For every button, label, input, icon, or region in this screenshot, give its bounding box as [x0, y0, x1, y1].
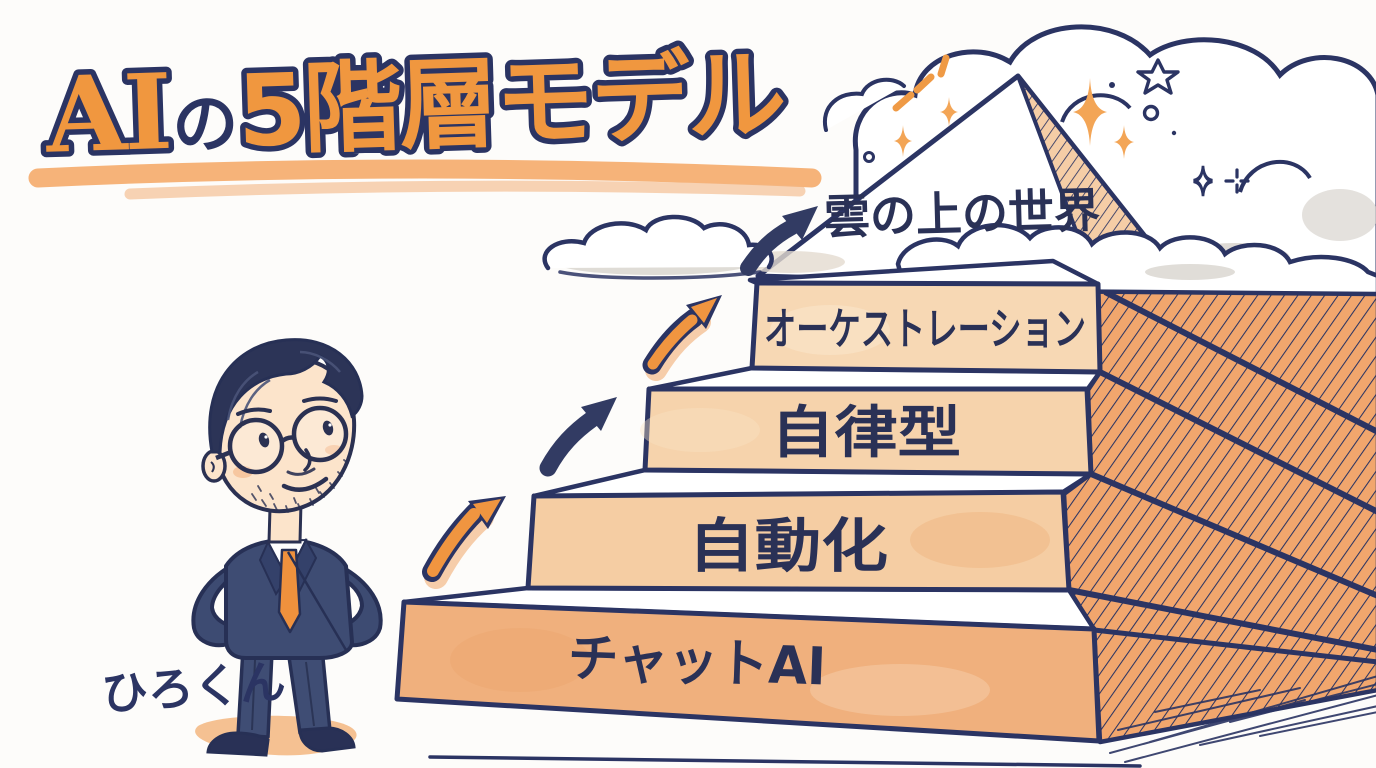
plus-sparkle-icon: [1224, 168, 1250, 194]
svg-text:AI の 5階層モデル: AI の 5階層モデル: [43, 31, 786, 177]
character-glasses: [215, 405, 349, 475]
dot-icon: [1109, 82, 1115, 88]
step-label-automation: 自動化: [688, 512, 888, 580]
character: [191, 338, 383, 757]
arrow-level3-to-4: [642, 295, 722, 381]
step-level-1: [394, 599, 1102, 744]
ground-hatch: [1109, 675, 1376, 763]
arrow-level2-to-3: [539, 397, 617, 477]
character-shoe: [206, 731, 270, 757]
circle-sparkle-icon: [1142, 104, 1160, 122]
arrow-level4-to-5: [740, 206, 818, 276]
step-label-chat-ai: チャットAI: [567, 629, 827, 698]
radiating-dashes-icon: [892, 54, 950, 112]
step-level-2: [525, 489, 1072, 593]
arrow-level1-to-2: [422, 496, 506, 589]
step-level-3: [642, 386, 1094, 477]
title-segment-ai: AI: [43, 50, 171, 177]
title-segment-model: 5階層モデル: [236, 38, 786, 170]
cloud-left: [542, 214, 845, 280]
title-underline: [28, 159, 822, 200]
cloud-small-puff: [822, 77, 906, 132]
star-icon: [1136, 58, 1180, 95]
character-beard: [251, 459, 349, 513]
character-name-label: ひろくん: [100, 654, 287, 721]
character-hair: [208, 338, 364, 454]
dot-icon: [1171, 130, 1177, 136]
ground-line: [428, 755, 1142, 768]
step-label-autonomous: 自律型: [771, 401, 961, 466]
character-shoe: [298, 726, 356, 753]
title-segment-no: の: [171, 85, 236, 164]
level-5-label: 雲の上の世界: [823, 183, 1100, 245]
cloud-shading: [1145, 264, 1235, 280]
step-label-orchestration: オーケストレーション: [764, 304, 1086, 355]
watercolor-texture: [450, 305, 1050, 716]
main-title: AI の 5階層モデル: [38, 31, 792, 182]
character-tie: [277, 548, 302, 634]
sparkles: [863, 54, 1250, 196]
staircase-side-faces: [1061, 281, 1376, 745]
dot-icon: [863, 151, 875, 163]
